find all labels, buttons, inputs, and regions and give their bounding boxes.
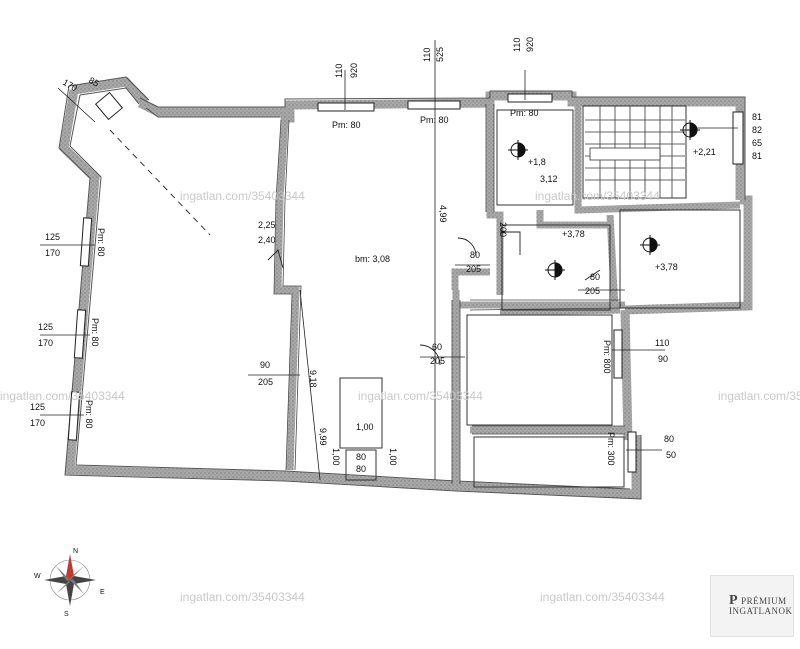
light-fixtures <box>508 120 700 280</box>
ceiling-height-2: 2,40 <box>258 235 276 245</box>
door-swings <box>267 231 601 366</box>
watermark-7: ingatlan.com/35403344 <box>540 590 665 604</box>
watermark-3: ingatlan.com/35403344 <box>0 389 125 403</box>
right-window-h-2: 50 <box>666 450 676 460</box>
watermarks: ingatlan.com/35403344 ingatlan.com/35403… <box>0 189 800 604</box>
watermark-2: ingatlan.com/35403344 <box>535 189 660 203</box>
level-room-2: +3,78 <box>655 262 678 272</box>
logo-line-1: PRÉMIUM <box>741 596 787 606</box>
window-label-left-1: Pm: 80 <box>96 228 106 257</box>
door-dim-h-4: 205 <box>466 264 481 274</box>
room-label-stair: 3,12 <box>540 174 558 184</box>
window-label-left-2: Pm: 80 <box>90 318 100 347</box>
compass-rose: N S E W <box>34 548 105 618</box>
logo-line-2: INGATLANOK <box>729 606 793 616</box>
staircase <box>585 106 685 198</box>
wall-length-1: 4,99 <box>438 205 448 223</box>
room-label-main: bm: 3,08 <box>355 254 390 264</box>
watermark-4: ingatlan.com/35403344 <box>358 389 483 403</box>
level-room-1: +3,78 <box>562 229 585 239</box>
window-label-left-3: Pm: 80 <box>84 400 94 429</box>
dim-top-2: 920 <box>349 63 359 78</box>
small-door-dim-2: 1,00 <box>388 448 398 466</box>
door-dim-w-2: 60 <box>432 342 442 352</box>
dim-top-6: 920 <box>525 37 535 52</box>
right-window-h-1: 90 <box>658 354 668 364</box>
dim-right-1: 81 <box>752 112 762 122</box>
right-window-w-2: 80 <box>664 434 674 444</box>
dim-right-4: 81 <box>752 151 762 161</box>
watermark-6: ingatlan.com/35403344 <box>180 590 305 604</box>
right-window-label-1: Pm: 800 <box>602 340 612 374</box>
right-windows <box>613 111 744 473</box>
compass-w: W <box>34 573 41 580</box>
window-label-top-2: Pm: 80 <box>420 115 449 125</box>
logo-mark: P <box>729 593 739 608</box>
dim-left-1: 85 <box>87 75 101 89</box>
window-label-top-3: Pm: 80 <box>510 108 539 118</box>
misc-label-2: 80 <box>356 464 366 474</box>
left-windows <box>67 91 124 441</box>
window-label-top-1: Pm: 80 <box>332 120 361 130</box>
door-dim-h-2: 205 <box>430 356 445 366</box>
dim-top-4: 525 <box>435 47 445 62</box>
compass-e: E <box>100 589 105 596</box>
dimension-lines <box>40 40 738 481</box>
compass-n: N <box>73 548 78 555</box>
wall-length-2: 9,99 <box>318 428 328 446</box>
top-windows <box>317 93 553 112</box>
compass-s: S <box>64 611 69 618</box>
dim-left-7: 125 <box>30 402 45 412</box>
interior-walls <box>274 102 741 486</box>
level-stair: +2,21 <box>693 147 716 157</box>
door-dim-w-3: 80 <box>590 272 600 282</box>
right-window-w-1: 110 <box>655 338 669 348</box>
door-dim-w-4: 80 <box>470 250 480 260</box>
dim-left-3: 125 <box>45 232 60 242</box>
door-dim-w-1: 90 <box>260 360 270 370</box>
wall-length-3: 9,18 <box>308 370 318 388</box>
misc-label-1: 80 <box>356 452 366 462</box>
dim-left-4: 170 <box>45 248 60 258</box>
dim-left-5: 125 <box>38 322 53 332</box>
dim-right-2: 82 <box>752 125 762 135</box>
dim-right-3: 65 <box>752 138 762 148</box>
watermark-1: ingatlan.com/35403344 <box>180 189 305 203</box>
watermark-5: ingatlan.com/35403344 <box>718 389 800 403</box>
dim-left-6: 170 <box>38 338 53 348</box>
right-window-label-2: Pm: 300 <box>606 432 616 466</box>
level-landing: +1,8 <box>528 157 546 167</box>
dim-top-3: 110 <box>422 48 432 62</box>
small-door-dim-1: 1,00 <box>331 448 341 466</box>
ceiling-height-1: 2,25 <box>258 220 276 230</box>
dashed-guide <box>109 129 211 236</box>
misc-label-3: 200 <box>498 222 508 237</box>
dim-top-5: 110 <box>512 38 522 52</box>
door-dim-h-1: 205 <box>258 377 273 387</box>
small-room-height: 1,00 <box>356 422 374 432</box>
dim-top-1: 110 <box>334 64 344 78</box>
door-dim-h-3: 205 <box>585 286 600 296</box>
brand-logo: P PRÉMIUM INGATLANOK <box>710 575 794 637</box>
dim-left-8: 170 <box>30 418 45 428</box>
